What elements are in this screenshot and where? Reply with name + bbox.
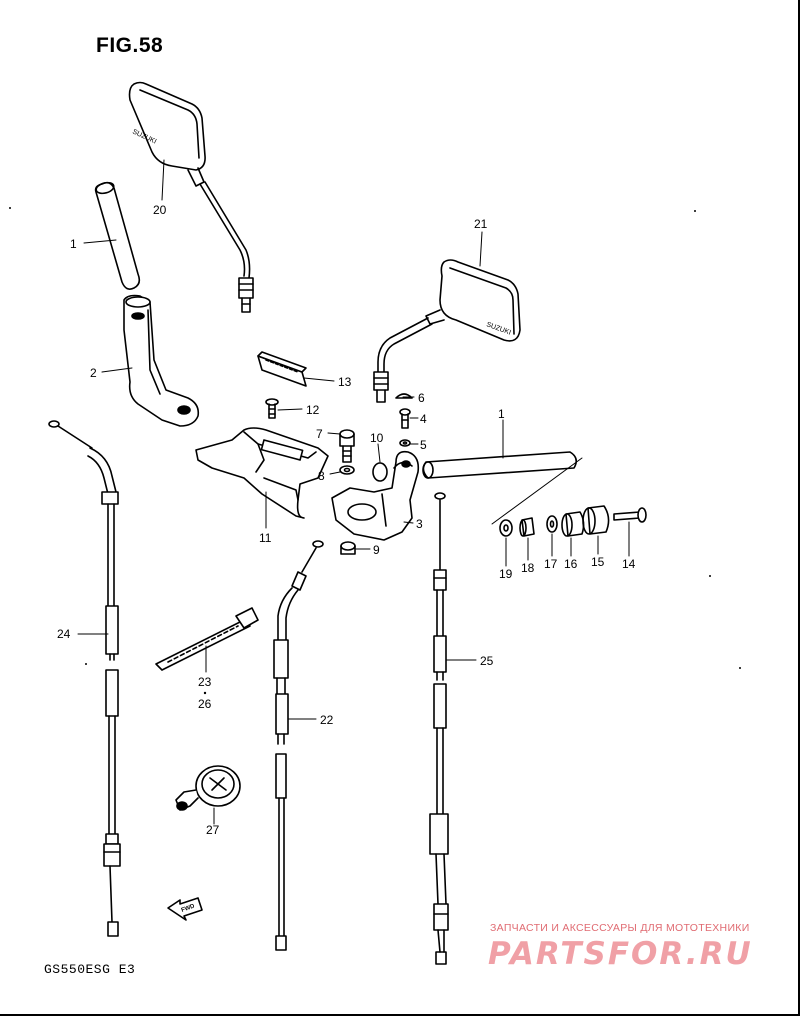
washer-5[interactable] <box>399 439 411 447</box>
callout-13: 13 <box>338 375 352 389</box>
bar-end-washer-19[interactable] <box>499 519 513 537</box>
callout-1-right: 1 <box>498 407 505 421</box>
top-bridge[interactable] <box>195 427 329 519</box>
label-plate[interactable] <box>257 351 307 387</box>
callout-8: 8 <box>318 469 325 483</box>
bolt-7[interactable] <box>339 429 355 463</box>
callout-27: 27 <box>206 823 220 837</box>
left-handlebar-bracket[interactable] <box>123 294 200 427</box>
callout-12: 12 <box>306 403 320 417</box>
bar-end-weight-15[interactable] <box>582 505 610 535</box>
callout-numbers: 1 2 20 21 13 12 7 8 10 6 4 5 3 9 11 1 19… <box>57 203 636 837</box>
watermark-subtitle: ЗАПЧАСТИ И АКСЕССУАРЫ ДЛЯ МОТОТЕХНИКИ <box>490 922 750 934</box>
callout-6: 6 <box>418 391 425 405</box>
watermark-logo: PARTSFOR.RU <box>488 936 753 972</box>
callout-3: 3 <box>416 517 423 531</box>
callout-9: 9 <box>373 543 380 557</box>
callout-19: 19 <box>499 567 513 581</box>
fwd-label: FWD <box>181 903 197 914</box>
leader-lines <box>77 159 630 825</box>
callout-14: 14 <box>622 557 636 571</box>
cable-strap[interactable] <box>155 607 259 671</box>
throttle-cable-25[interactable] <box>429 492 449 965</box>
throttle-cable-22[interactable] <box>273 540 324 951</box>
callout-10: 10 <box>370 431 384 445</box>
callout-17: 17 <box>544 557 558 571</box>
bar-end-damper-16[interactable] <box>561 511 585 537</box>
callout-1-left: 1 <box>70 237 77 251</box>
hour-meter[interactable] <box>175 765 241 811</box>
right-handlebar-bracket[interactable] <box>331 450 420 541</box>
bar-end-screw-14[interactable] <box>613 507 647 523</box>
callout-11: 11 <box>259 531 272 545</box>
scan-specks <box>9 207 741 669</box>
bar-end-collar-18[interactable] <box>519 517 535 537</box>
screw-4[interactable] <box>399 408 411 429</box>
callout-18: 18 <box>521 561 535 575</box>
assembly-guide-line <box>491 457 583 525</box>
callout-24: 24 <box>57 627 71 641</box>
callout-26: 26 <box>198 697 212 711</box>
model-code: GS550ESG E3 <box>44 962 136 977</box>
callout-25: 25 <box>480 654 494 668</box>
callout-7: 7 <box>316 427 323 441</box>
callout-4: 4 <box>420 412 427 426</box>
right-mirror[interactable]: SUZUKI <box>373 259 521 403</box>
right-grip[interactable] <box>422 451 578 479</box>
clutch-cable[interactable] <box>48 420 121 937</box>
left-mirror[interactable]: SUZUKI <box>128 81 254 313</box>
callout-22: 22 <box>320 713 334 727</box>
figure-title: FIG.58 <box>96 34 164 57</box>
callout-15: 15 <box>591 555 605 569</box>
left-grip[interactable] <box>94 181 141 290</box>
callout-21: 21 <box>474 217 488 231</box>
nut-9[interactable] <box>340 541 356 555</box>
screw-12[interactable] <box>265 398 279 419</box>
cap-10[interactable] <box>372 462 388 482</box>
callout-20: 20 <box>153 203 167 217</box>
callout-16: 16 <box>564 557 578 571</box>
callout-5: 5 <box>420 438 427 452</box>
forward-arrow: FWD <box>167 897 203 921</box>
washer-8[interactable] <box>339 465 355 475</box>
callout-2: 2 <box>90 366 97 380</box>
callout-23: 23 <box>198 675 212 689</box>
bar-end-washer-17[interactable] <box>546 515 558 533</box>
callout-separator-dot <box>203 691 207 695</box>
